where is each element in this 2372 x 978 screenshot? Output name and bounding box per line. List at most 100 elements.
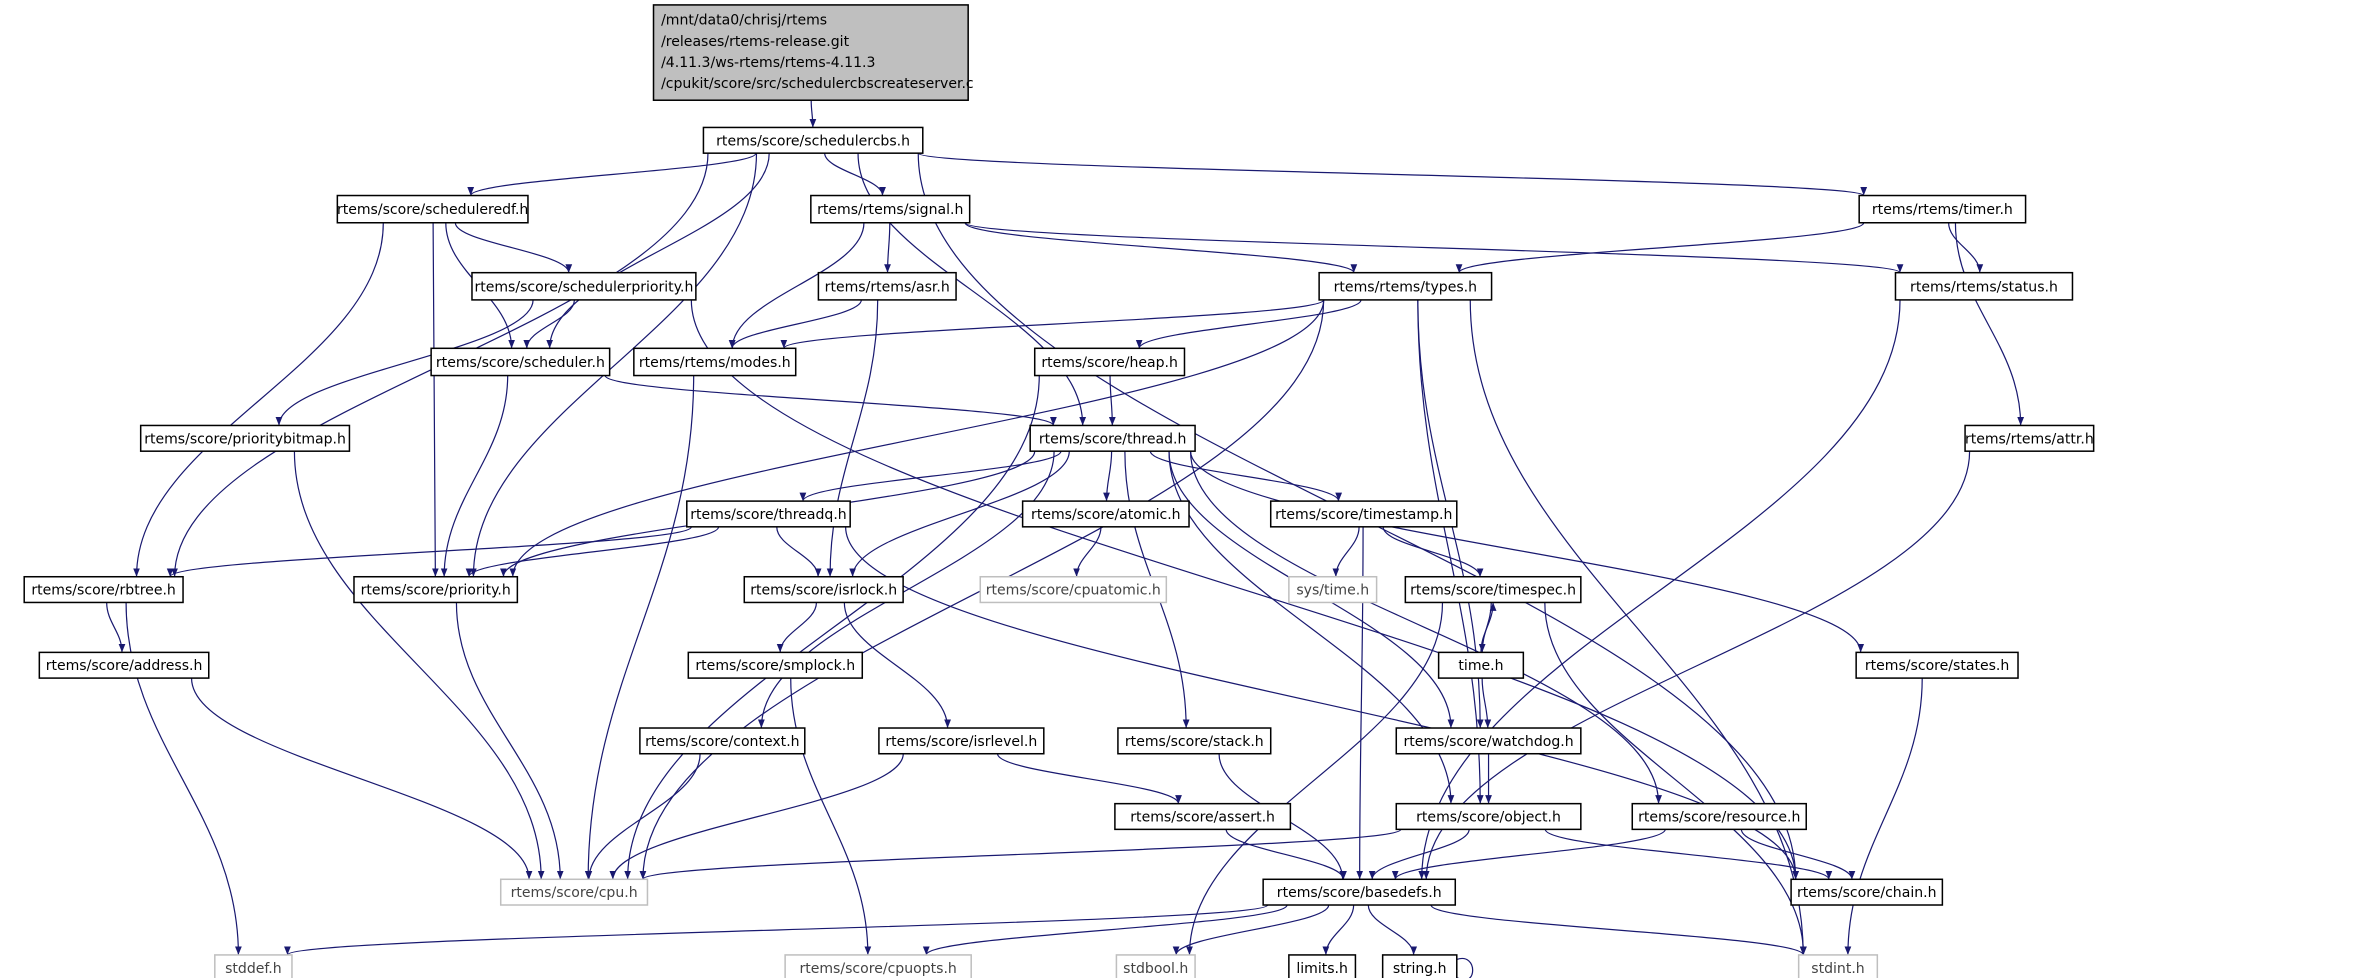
node-stack[interactable]: rtems/score/stack.h [1117, 727, 1272, 755]
node-label: rtems/rtems/types.h [1334, 279, 1477, 295]
edge-types-to-object [1417, 299, 1484, 804]
node-cpuopts[interactable]: rtems/score/cpuopts.h [784, 954, 972, 978]
node-label: rtems/score/rbtree.h [31, 583, 175, 599]
node-label: rtems/rtems/modes.h [639, 355, 791, 371]
edge-timespec-to-stdbool [1186, 602, 1444, 955]
node-label: rtems/score/scheduleredf.h [337, 202, 528, 218]
node-sched[interactable]: rtems/score/scheduler.h [430, 347, 611, 377]
edge-basedefs-to-stddef [284, 904, 1269, 956]
node-cpu[interactable]: rtems/score/cpu.h [499, 878, 649, 906]
edge-timespec-to-stdint [1544, 602, 1807, 955]
node-cbs[interactable]: rtems/score/schedulercbs.h [702, 126, 924, 154]
root-line-2: /releases/rtems-release.git [661, 34, 850, 50]
node-modes[interactable]: rtems/rtems/modes.h [633, 347, 797, 377]
edge-signal-to-status [964, 222, 1904, 274]
node-isrlevel[interactable]: rtems/score/isrlevel.h [878, 727, 1045, 755]
node-label: rtems/score/timestamp.h [1275, 507, 1452, 523]
node-label: string.h [1393, 961, 1447, 977]
node-systime[interactable]: sys/time.h [1288, 575, 1378, 604]
edge-thread-to-resource [1189, 451, 1662, 804]
node-priority[interactable]: rtems/score/priority.h [353, 575, 519, 604]
node-states[interactable]: rtems/score/states.h [1855, 651, 2019, 679]
node-resource[interactable]: rtems/score/resource.h [1631, 802, 1807, 831]
node-timespec[interactable]: rtems/score/timespec.h [1404, 575, 1582, 604]
node-string[interactable]: string.h [1381, 954, 1458, 978]
node-timeh[interactable]: time.h [1437, 651, 1525, 679]
node-asr[interactable]: rtems/rtems/asr.h [817, 271, 957, 301]
node-rbtree[interactable]: rtems/score/rbtree.h [23, 575, 184, 604]
edge-cbs-to-priority [470, 153, 758, 577]
edge-modes-to-cpu [584, 375, 695, 880]
node-spri[interactable]: rtems/score/schedulerpriority.h [471, 271, 697, 301]
node-limits[interactable]: limits.h [1288, 954, 1357, 978]
node-threadq[interactable]: rtems/score/threadq.h [686, 500, 851, 528]
node-timestamp[interactable]: rtems/score/timestamp.h [1269, 500, 1458, 528]
edge-types-to-modes [780, 299, 1325, 349]
edge-address-to-cpu [190, 678, 533, 880]
edge-thread-to-context [758, 451, 1055, 729]
node-chain[interactable]: rtems/score/chain.h [1790, 878, 1944, 906]
edge-pbm-to-cpu [293, 451, 545, 880]
edge-object-to-chain [1544, 828, 1833, 880]
edge-edf-to-rbtree [133, 222, 384, 577]
node-label: rtems/score/scheduler.h [436, 355, 605, 371]
edge-basedefs-to-limits [1322, 904, 1355, 955]
node-edf[interactable]: rtems/score/scheduleredf.h [336, 194, 529, 224]
edge-thread-to-timestamp [1149, 450, 1342, 502]
node-label: stddef.h [225, 961, 282, 977]
node-types[interactable]: rtems/rtems/types.h [1318, 271, 1493, 301]
edge-string-to-string [1456, 957, 1474, 978]
node-pbm[interactable]: rtems/score/prioritybitmap.h [139, 424, 351, 452]
node-signal[interactable]: rtems/rtems/signal.h [810, 194, 971, 224]
edge-isrlevel-to-cpu [609, 753, 904, 880]
node-stddef[interactable]: stddef.h [214, 954, 293, 978]
edge-asr-to-isrlock [826, 299, 879, 577]
node-cpuatomic[interactable]: rtems/score/cpuatomic.h [979, 575, 1168, 604]
node-attr[interactable]: rtems/rtems/attr.h [1964, 424, 2095, 452]
node-atomic[interactable]: rtems/score/atomic.h [1021, 500, 1190, 528]
node-label: rtems/score/chain.h [1797, 885, 1937, 901]
edge-edf-to-priority [431, 222, 439, 577]
node-stdbool[interactable]: stdbool.h [1115, 954, 1196, 978]
edge-states-to-stdint [1844, 678, 1923, 955]
edge-cbs-to-sched [546, 153, 770, 349]
node-basedefs[interactable]: rtems/score/basedefs.h [1262, 878, 1457, 906]
node-label: rtems/rtems/signal.h [817, 202, 963, 218]
node-assert[interactable]: rtems/score/assert.h [1114, 802, 1292, 831]
node-object[interactable]: rtems/score/object.h [1395, 802, 1582, 831]
node-label: rtems/score/atomic.h [1031, 507, 1181, 523]
edge-asr-to-modes [728, 299, 862, 349]
edge-heap-to-cpu [624, 375, 1040, 880]
node-label: rtems/score/thread.h [1039, 431, 1187, 447]
node-label: rtems/score/smplock.h [695, 658, 855, 674]
node-heap[interactable]: rtems/score/heap.h [1033, 347, 1186, 377]
edge-threadq-to-priority [465, 526, 720, 578]
edge-smplock-to-cpuopts [790, 678, 872, 955]
node-label: rtems/score/prioritybitmap.h [144, 431, 346, 447]
node-label: rtems/score/assert.h [1130, 810, 1275, 826]
node-label: rtems/score/isrlock.h [750, 583, 897, 599]
node-watchdog[interactable]: rtems/score/watchdog.h [1395, 727, 1582, 755]
node-label: rtems/score/timespec.h [1410, 583, 1576, 599]
edge-types-to-stdint [1469, 299, 1807, 955]
node-address[interactable]: rtems/score/address.h [38, 651, 210, 679]
edge-timer-to-types [1455, 222, 1865, 274]
node-thread[interactable]: rtems/score/thread.h [1029, 424, 1196, 452]
edge-timestamp-to-systime [1332, 526, 1360, 577]
node-label: rtems/score/cpuatomic.h [986, 583, 1161, 599]
node-label: rtems/score/cpu.h [511, 885, 638, 901]
edge-timer-to-attr [1954, 222, 2025, 426]
nodes: /mnt/data0/chrisj/rtems /releases/rtems-… [23, 4, 2095, 978]
root-file-node: /mnt/data0/chrisj/rtems /releases/rtems-… [652, 4, 974, 101]
node-context[interactable]: rtems/score/context.h [639, 727, 806, 755]
node-smplock[interactable]: rtems/score/smplock.h [687, 651, 864, 679]
edge-rbtree-to-address [106, 602, 126, 653]
node-isrlock[interactable]: rtems/score/isrlock.h [743, 575, 904, 604]
edge-basedefs-to-stdbool [1172, 904, 1330, 956]
edge-isrlock-to-isrlevel [843, 602, 951, 729]
node-timer[interactable]: rtems/rtems/timer.h [1858, 194, 2027, 224]
node-status[interactable]: rtems/rtems/status.h [1894, 271, 2074, 301]
node-stdint[interactable]: stdint.h [1797, 954, 1879, 978]
node-label: rtems/score/stack.h [1125, 734, 1264, 750]
edge-atomic-to-cpuatomic [1073, 526, 1102, 577]
